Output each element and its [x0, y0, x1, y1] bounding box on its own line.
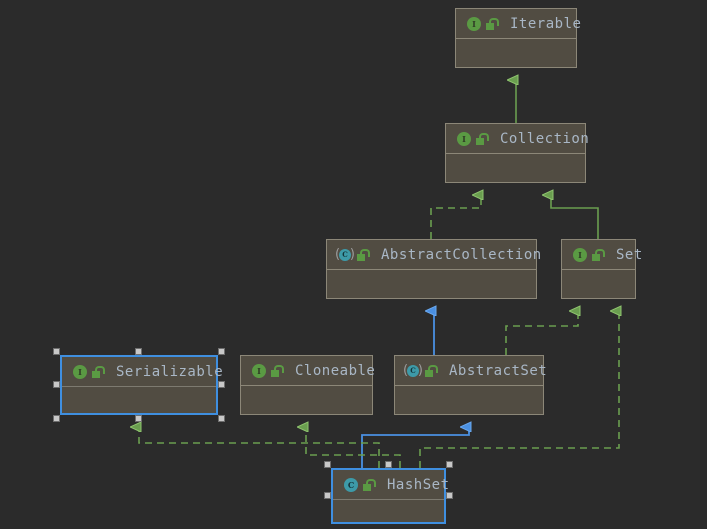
- abstract-class-icon: ( C ): [403, 362, 423, 378]
- uml-node-serializable[interactable]: I Serializable: [60, 355, 223, 415]
- node-body-compartment: [62, 387, 216, 413]
- edge-set-to-collection: [551, 195, 599, 239]
- node-title: HashSet: [387, 476, 450, 493]
- selection-handle-s[interactable]: [135, 415, 142, 422]
- uml-node-iterable[interactable]: I Iterable: [455, 8, 581, 68]
- lock-icon: [270, 364, 284, 378]
- uml-node-set[interactable]: I Set: [561, 239, 642, 299]
- node-title: AbstractCollection: [381, 246, 542, 263]
- uml-node-collection[interactable]: I Collection: [445, 123, 589, 183]
- edge-hashset-to-serializable: [139, 427, 380, 468]
- lock-icon: [424, 364, 438, 378]
- selection-handle-se[interactable]: [218, 415, 225, 422]
- selection-handle-n[interactable]: [135, 348, 142, 355]
- lock-icon: [475, 132, 489, 146]
- selection-handle-nw[interactable]: [53, 348, 60, 355]
- selection-handle-nw[interactable]: [324, 461, 331, 468]
- selection-handle-w[interactable]: [324, 492, 331, 499]
- node-body-compartment: [446, 154, 585, 182]
- uml-node-hashset[interactable]: C HashSet: [331, 468, 449, 524]
- selection-handle-e[interactable]: [218, 381, 225, 388]
- edge-abstractcollection-to-collection: [430, 195, 481, 239]
- node-body-compartment: [395, 386, 543, 414]
- node-body-compartment: [456, 39, 576, 67]
- interface-icon: I: [456, 131, 472, 147]
- node-title: Serializable: [116, 363, 224, 380]
- interface-icon: I: [466, 16, 482, 32]
- class-icon: C: [343, 477, 359, 493]
- uml-node-cloneable[interactable]: I Cloneable: [240, 355, 376, 415]
- node-title: Set: [616, 246, 643, 263]
- interface-icon: I: [251, 363, 267, 379]
- selection-handle-w[interactable]: [53, 381, 60, 388]
- lock-icon: [356, 248, 370, 262]
- uml-node-abstract-collection[interactable]: ( C ) AbstractCollection: [326, 239, 541, 299]
- node-header: ( C ) AbstractCollection: [327, 240, 541, 270]
- lock-icon: [591, 248, 605, 262]
- selection-handle-e[interactable]: [446, 492, 453, 499]
- node-header: I Serializable: [62, 357, 223, 387]
- selection-handle-n[interactable]: [385, 461, 392, 468]
- node-title: Iterable: [510, 15, 582, 32]
- lock-icon: [362, 478, 376, 492]
- node-title: AbstractSet: [449, 362, 548, 379]
- abstract-class-icon: ( C ): [335, 246, 355, 262]
- node-title: Cloneable: [295, 362, 376, 379]
- node-header: ( C ) AbstractSet: [395, 356, 547, 386]
- node-title: Collection: [500, 130, 590, 147]
- node-header: I Collection: [446, 124, 589, 154]
- selection-handle-sw[interactable]: [53, 415, 60, 422]
- node-body-compartment: [241, 386, 372, 414]
- node-body-compartment: [327, 270, 536, 298]
- lock-icon: [91, 365, 105, 379]
- selection-handle-ne[interactable]: [446, 461, 453, 468]
- uml-node-abstract-set[interactable]: ( C ) AbstractSet: [394, 355, 547, 415]
- node-header: I Cloneable: [241, 356, 376, 386]
- node-header: I Iterable: [456, 9, 581, 39]
- selection-handle-ne[interactable]: [218, 348, 225, 355]
- node-header: I Set: [562, 240, 642, 270]
- node-body-compartment: [562, 270, 635, 298]
- node-body-compartment: [333, 500, 444, 522]
- lock-icon: [485, 17, 499, 31]
- edge-abstractset-to-set: [505, 311, 578, 355]
- node-header: C HashSet: [333, 470, 449, 500]
- interface-icon: I: [572, 247, 588, 263]
- interface-icon: I: [72, 364, 88, 380]
